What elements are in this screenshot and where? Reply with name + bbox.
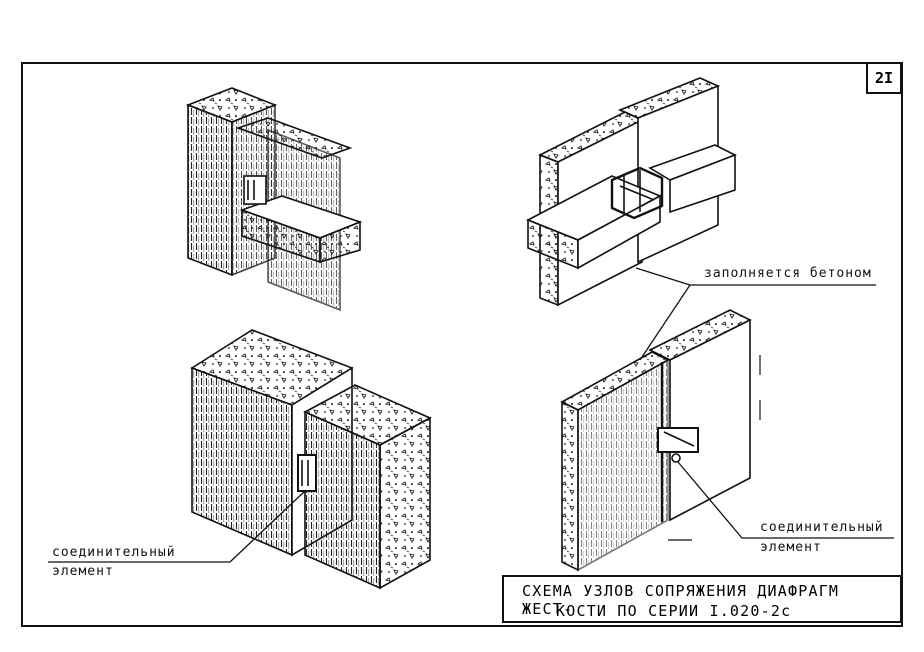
node-top-left xyxy=(185,87,363,312)
leader-concrete-fill-2 xyxy=(635,267,691,286)
connector-plate-top-left xyxy=(243,175,267,205)
label-connector-left-2: элемент xyxy=(52,564,114,579)
panel-a-face xyxy=(577,358,669,572)
sheet-border xyxy=(21,62,903,627)
label-connector-right-2: элемент xyxy=(760,540,822,555)
title-line-1: СХЕМА УЗЛОВ СОПРЯЖЕНИЯ ДИАФРАГМ ЖЕСТ- xyxy=(522,582,840,618)
leader-connector-right xyxy=(677,461,894,539)
beam-right-side xyxy=(669,153,736,214)
crossbeam-side xyxy=(577,194,661,270)
label-concrete-fill: заполняется бетоном xyxy=(704,266,872,281)
leader-connector-left xyxy=(48,489,307,563)
weld-point xyxy=(671,453,681,463)
column-front-face xyxy=(187,103,233,277)
node-bottom-right xyxy=(560,309,894,572)
panel-a-edge xyxy=(561,400,579,572)
block-right-side xyxy=(379,416,431,590)
beam-end xyxy=(319,220,361,264)
panel-b-face xyxy=(669,318,751,522)
connector-element-right xyxy=(657,427,699,453)
node-top-right xyxy=(526,77,737,307)
connector-element-left xyxy=(297,454,317,492)
leader-concrete-fill xyxy=(639,284,691,361)
title-block: СХЕМА УЗЛОВ СОПРЯЖЕНИЯ ДИАФРАГМ ЖЕСТ- КО… xyxy=(502,575,902,623)
node-bottom-left xyxy=(48,329,432,590)
page-number: 2I xyxy=(866,62,902,94)
rebar-cage xyxy=(610,166,664,220)
label-connector-left-1: соединительный xyxy=(52,545,176,560)
label-connector-right-1: соединительный xyxy=(760,520,884,535)
title-line-2: КОСТИ ПО СЕРИИ I.020-2с xyxy=(556,602,792,620)
